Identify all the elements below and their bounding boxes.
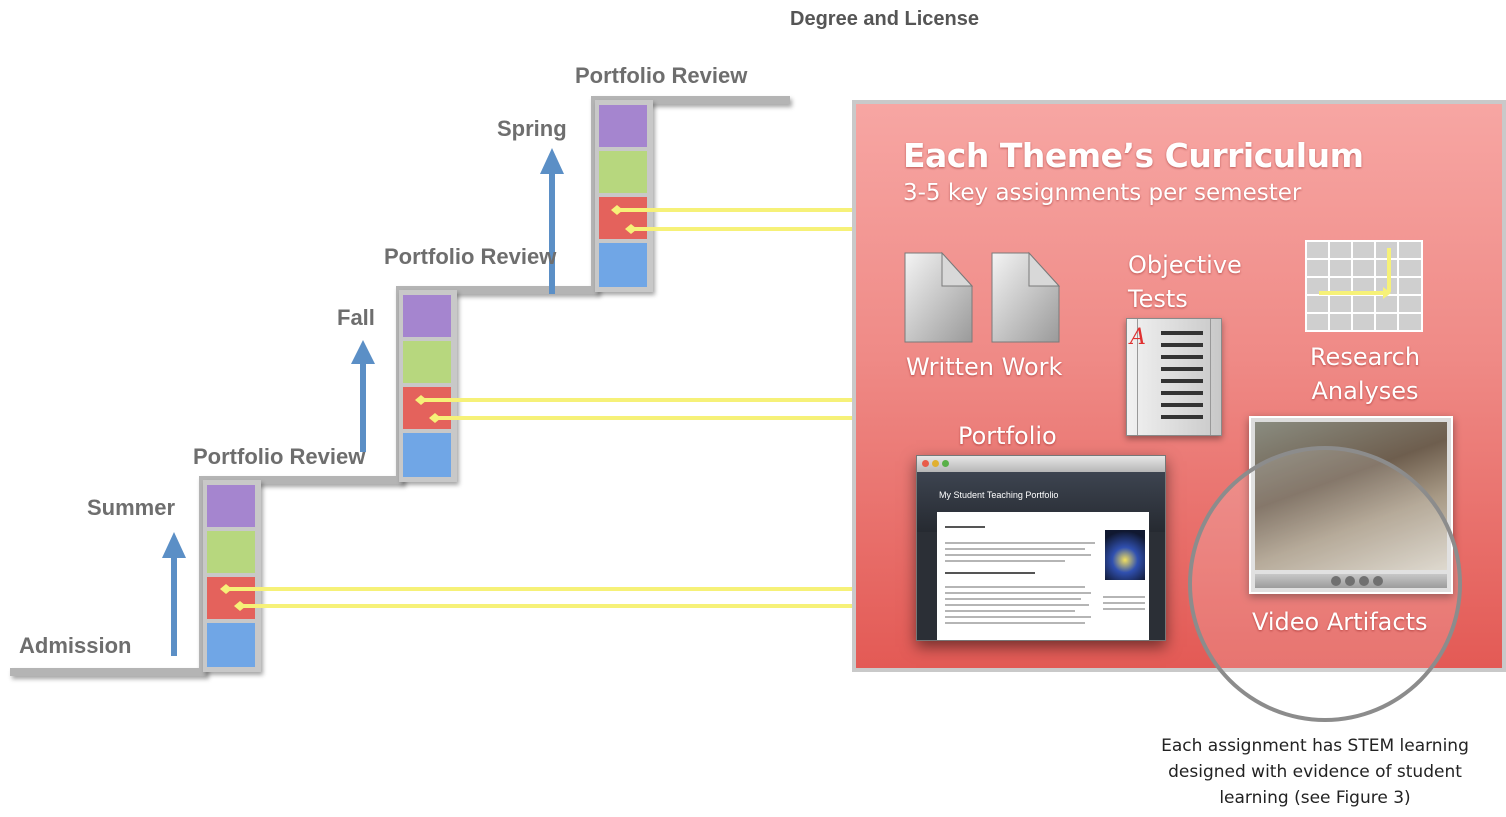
admission-label: Admission [19,633,132,658]
fall-blocks [399,290,457,482]
spreadsheet-icon [1305,240,1423,332]
caption: Each assignment has STEM learning design… [1161,736,1469,808]
research-analyses-label: Research Analyses [1309,343,1421,405]
degree-license-title: Degree and License [790,8,979,30]
curriculum-subtitle: 3-5 key assignments per semester [903,180,1302,206]
fall-label: Fall [337,305,375,330]
up-arrow-summer [162,532,186,656]
objective-tests-label: Objective Tests [1128,251,1242,313]
written-work-label: Written Work [906,353,1063,381]
portfolio-review-label-1: Portfolio Review [193,444,366,469]
summer-label: Summer [87,495,176,520]
summer-blocks [203,480,261,672]
spring-blocks [595,100,653,292]
spring-label: Spring [497,116,567,141]
magnifier-circle [1188,446,1462,722]
written-work-document-icon [904,251,1061,343]
portfolio-review-label-2: Portfolio Review [384,244,557,269]
objective-test-sheet-icon: A [1126,318,1222,436]
up-arrow-spring [540,148,564,294]
portfolio-label: Portfolio [958,422,1057,450]
video-artifacts-label: Video Artifacts [1252,608,1428,636]
portfolio-window-title: My Student Teaching Portfolio [939,490,1059,500]
portfolio-review-label-3: Portfolio Review [575,63,748,88]
curriculum-title: Each Theme’s Curriculum [903,136,1364,175]
grade-a-mark: A [1130,325,1146,350]
portfolio-photo [1105,530,1145,580]
portfolio-screenshot: My Student Teaching Portfolio [916,455,1166,641]
up-arrow-fall [351,340,375,452]
